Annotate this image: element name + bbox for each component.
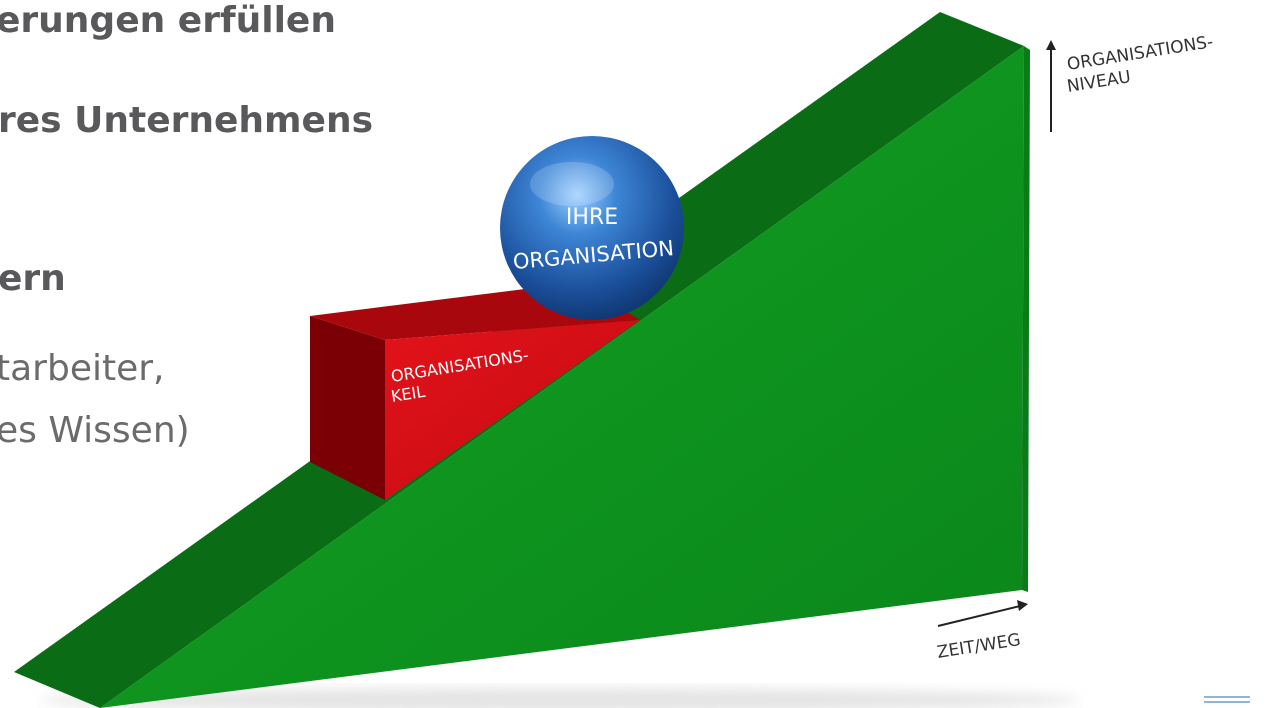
- wedge-front-face: [385, 320, 640, 500]
- bullet-heading-requirements: erungen erfüllen: [0, 0, 336, 41]
- y-axis-arrow-head: [1046, 40, 1056, 50]
- bullet-detail-knowledge: es Wissen): [0, 410, 190, 451]
- x-axis-arrow-line: [937, 605, 1021, 627]
- bullet-detail-employees: tarbeiter,: [0, 348, 165, 389]
- ramp-shadow: [40, 688, 1080, 708]
- x-axis-label: ZEIT/WEG: [936, 630, 1022, 663]
- ramp-right-edge: [1022, 46, 1030, 592]
- wedge-side-face: [310, 316, 385, 500]
- bullet-heading-secure: ern: [0, 258, 66, 299]
- organization-ball: [500, 136, 684, 320]
- y-axis-label-line1: ORGANISATIONS-: [1066, 32, 1215, 75]
- ball-highlight: [530, 162, 614, 206]
- corner-logo-mark: [1204, 696, 1250, 706]
- x-axis-arrow-head: [1017, 600, 1028, 611]
- ball-label-line1: IHRE: [566, 205, 618, 230]
- ramp-front-face: [100, 46, 1024, 708]
- bullet-heading-company: res Unternehmens: [0, 100, 374, 141]
